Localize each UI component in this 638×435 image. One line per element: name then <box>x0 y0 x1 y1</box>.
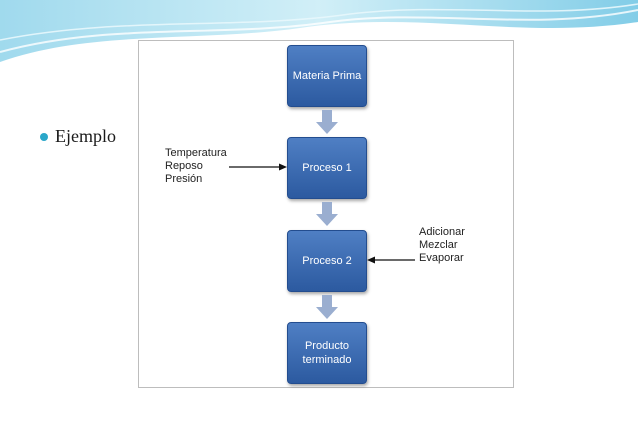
proceso-1-inputs-label: Temperatura Reposo Presión <box>165 147 227 185</box>
left-arrow-icon <box>367 256 415 264</box>
process-flow-diagram: Materia Prima Proceso 1 Proceso 2 Produc… <box>138 40 514 388</box>
step-proceso-1: Proceso 1 <box>287 137 367 199</box>
step-label: Proceso 1 <box>302 162 352 174</box>
step-producto-terminado: Producto terminado <box>287 322 367 384</box>
bullet-item-ejemplo: Ejemplo <box>40 126 116 147</box>
right-arrow-icon <box>229 163 287 171</box>
proceso-2-inputs-label: Adicionar Mezclar Evaporar <box>419 226 465 264</box>
down-arrow-icon <box>316 110 338 134</box>
down-arrow-icon <box>316 202 338 226</box>
header-wave-decoration <box>0 0 638 62</box>
step-label: Materia Prima <box>292 70 362 82</box>
bullet-text: Ejemplo <box>55 126 116 146</box>
step-label: Proceso 2 <box>302 255 352 267</box>
step-label: Producto terminado <box>302 340 352 366</box>
bullet-dot-icon <box>40 132 48 141</box>
step-proceso-2: Proceso 2 <box>287 230 367 292</box>
down-arrow-icon <box>316 295 338 319</box>
step-materia-prima: Materia Prima <box>287 45 367 107</box>
